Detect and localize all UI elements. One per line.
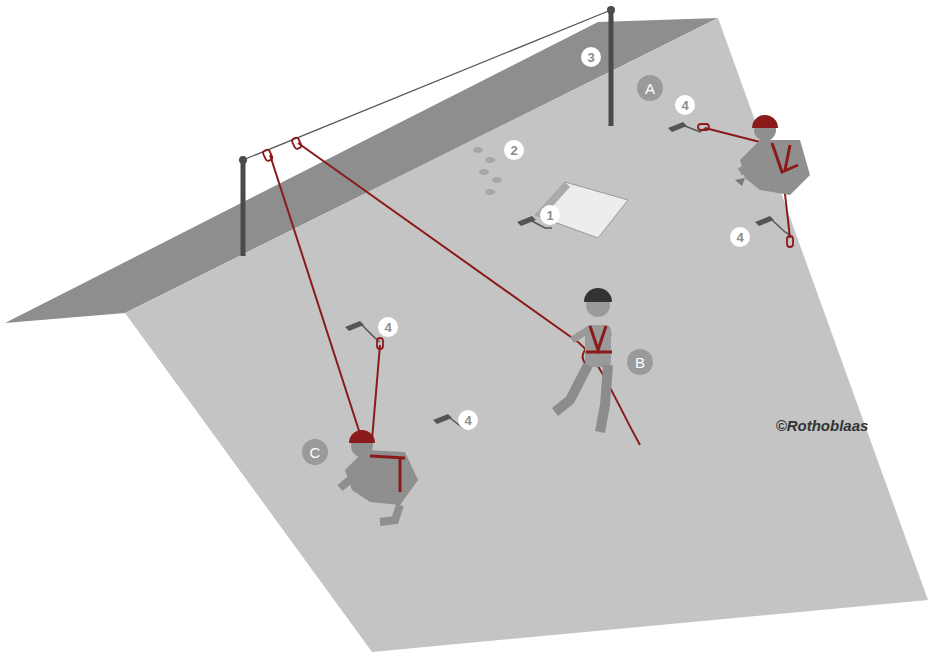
- worker-letter: B: [627, 349, 653, 375]
- callout-number: 4: [730, 227, 750, 247]
- callout-number: 3: [581, 47, 601, 67]
- worker-letter: C: [302, 439, 328, 465]
- callout-number: 4: [378, 317, 398, 337]
- watermark: ©Rothoblaas: [776, 417, 869, 434]
- callout-number: 2: [504, 140, 524, 160]
- callout-number: 1: [540, 205, 560, 225]
- callout-number: 4: [675, 95, 695, 115]
- worker-letter: A: [637, 75, 663, 101]
- callout-number: 4: [458, 410, 478, 430]
